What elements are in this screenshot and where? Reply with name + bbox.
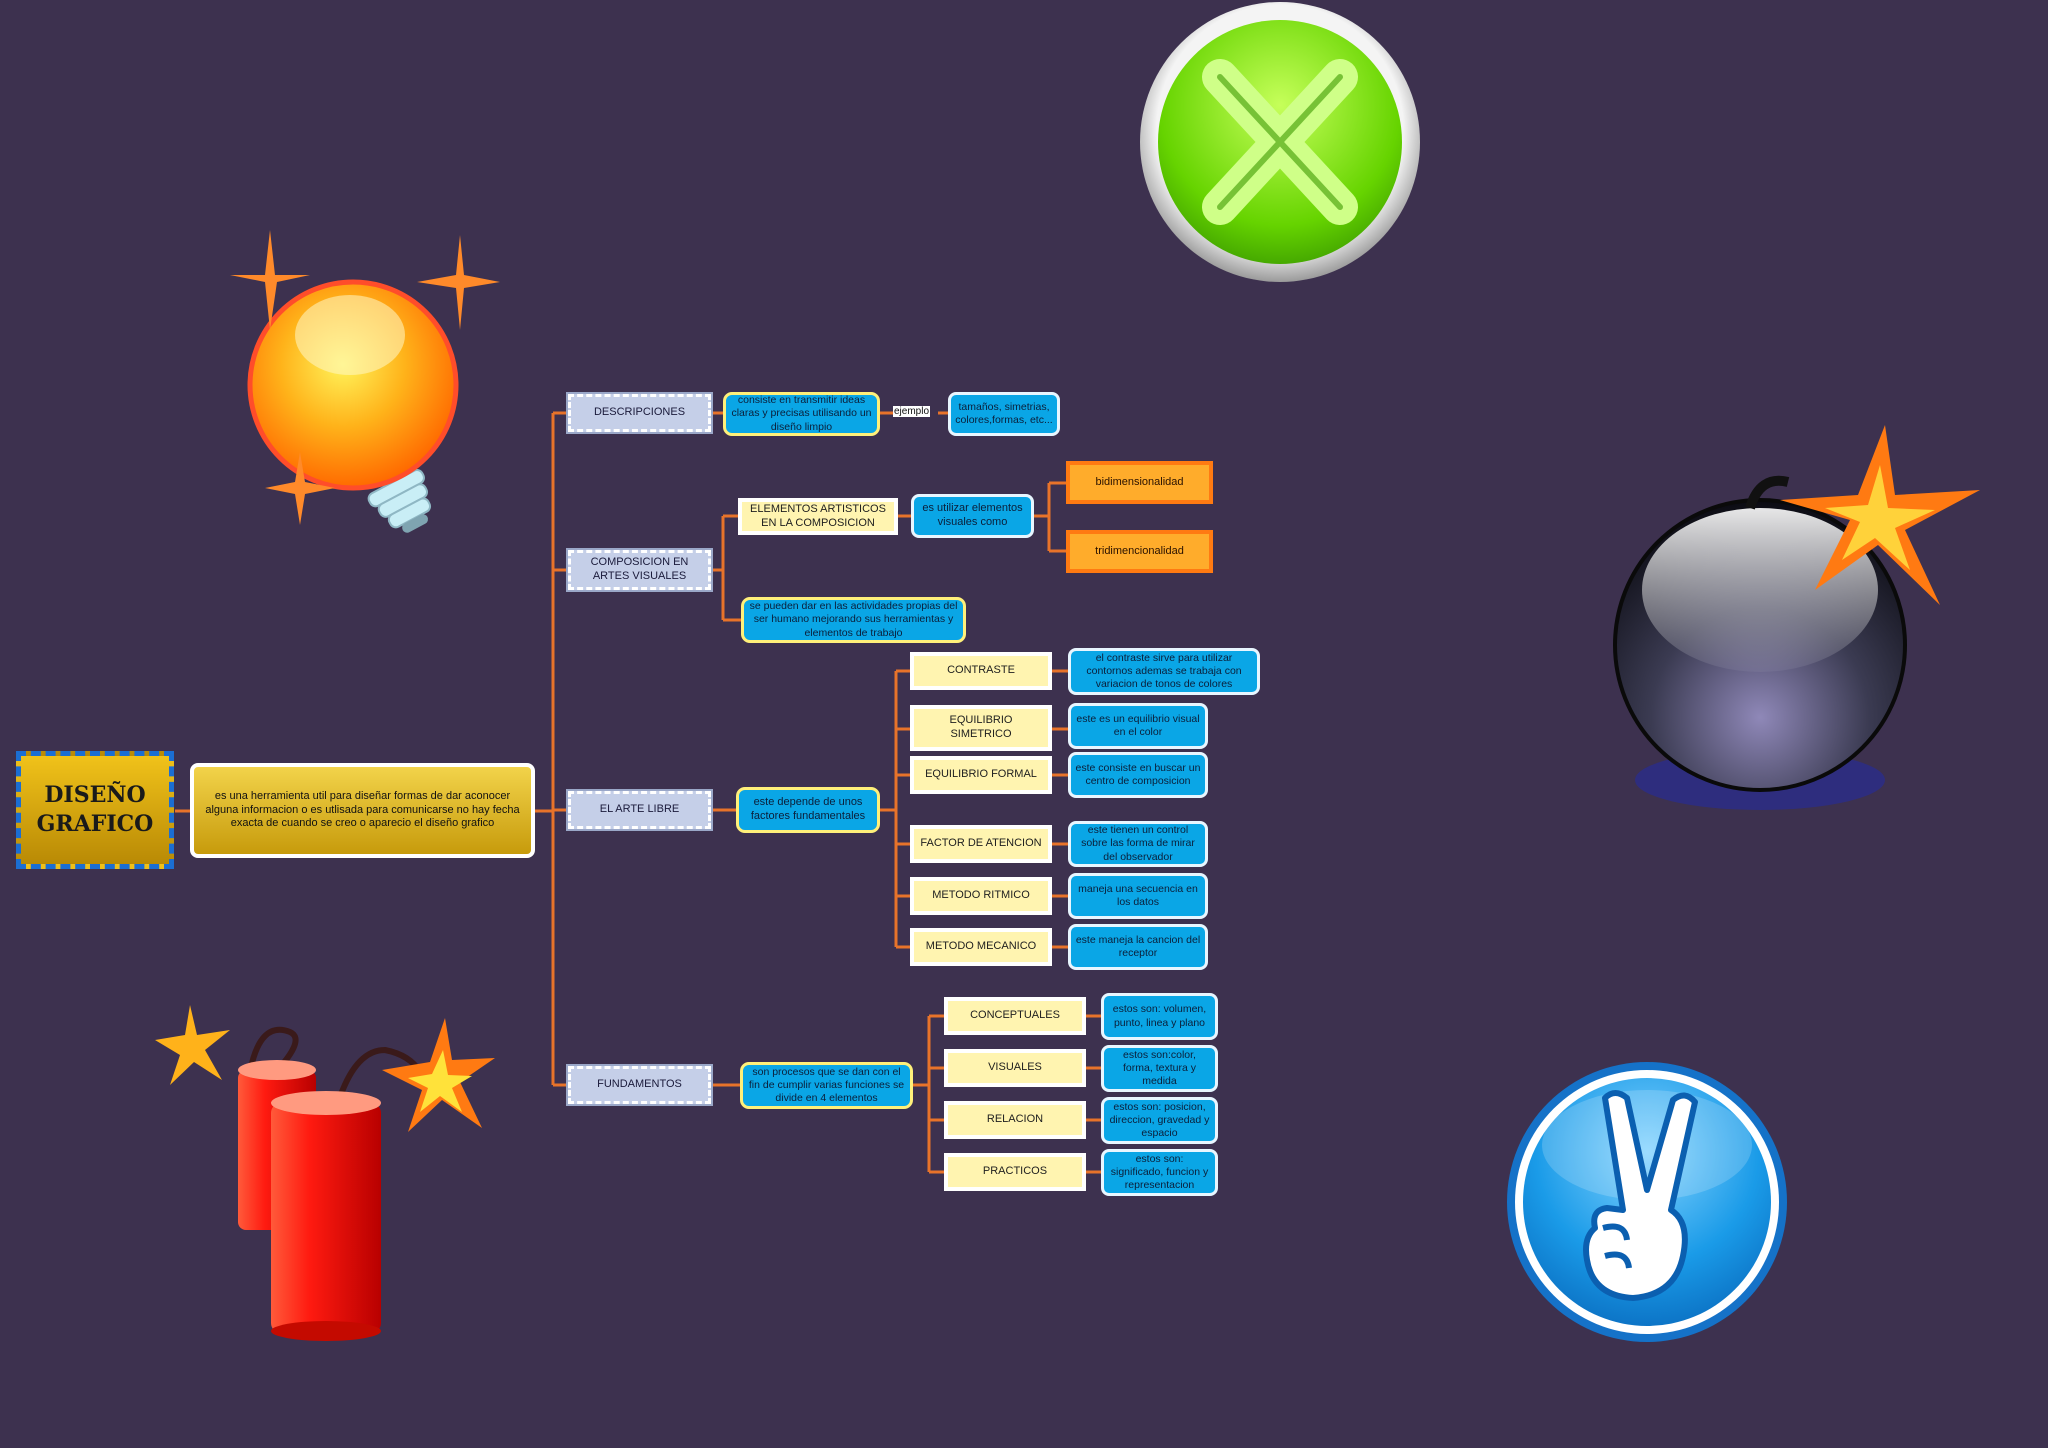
lightbulb-icon [230, 230, 500, 533]
composicion-elements-detail-node[interactable]: es utilizar elementos visuales como [911, 494, 1034, 538]
descripciones-example-node[interactable]: tamaños, simetrias, colores,formas, etc.… [948, 392, 1060, 436]
factor-node[interactable]: CONTRASTE [910, 652, 1052, 690]
fundamentos-detail-node[interactable]: son procesos que se dan con el fin de cu… [740, 1062, 913, 1109]
composicion-elements-node[interactable]: ELEMENTOS ARTISTICOS EN LA COMPOSICION [738, 498, 898, 535]
fundamento-node[interactable]: VISUALES [944, 1049, 1086, 1087]
factor-node[interactable]: METODO MECANICO [910, 928, 1052, 966]
bomb-icon [1613, 425, 1980, 810]
close-x-icon [1140, 2, 1420, 282]
root-title-node[interactable]: DISEÑO GRAFICO [16, 751, 174, 869]
factor-node[interactable]: FACTOR DE ATENCION [910, 825, 1052, 863]
fundamento-description-node[interactable]: estos son: volumen, punto, linea y plano [1101, 993, 1218, 1040]
factor-node[interactable]: EQUILIBRIO FORMAL [910, 756, 1052, 794]
composicion-activities-node[interactable]: se pueden dar en las actividades propias… [741, 597, 966, 643]
fundamento-node[interactable]: RELACION [944, 1101, 1086, 1139]
category-arte-libre[interactable]: EL ARTE LIBRE [566, 789, 713, 831]
fundamento-description-node[interactable]: estos son: significado, funcion y repres… [1101, 1149, 1218, 1196]
factor-description-node[interactable]: el contraste sirve para utilizar contorn… [1068, 648, 1260, 695]
factor-description-node[interactable]: maneja una secuencia en los datos [1068, 873, 1208, 919]
fundamento-node[interactable]: PRACTICOS [944, 1153, 1086, 1191]
fundamento-description-node[interactable]: estos son: posicion, direccion, gravedad… [1101, 1097, 1218, 1144]
category-fundamentos[interactable]: FUNDAMENTOS [566, 1064, 713, 1106]
peace-hand-icon [1507, 1062, 1787, 1342]
factor-description-node[interactable]: este maneja la cancion del receptor [1068, 924, 1208, 970]
fundamento-node[interactable]: CONCEPTUALES [944, 997, 1086, 1035]
factor-node[interactable]: EQUILIBRIO SIMETRICO [910, 705, 1052, 751]
factor-description-node[interactable]: este consiste en buscar un centro de com… [1068, 752, 1208, 798]
descripciones-detail-node[interactable]: consiste en transmitir ideas claras y pr… [723, 392, 880, 436]
arte-libre-detail-node[interactable]: este depende de unos factores fundamenta… [736, 787, 880, 833]
factor-description-node[interactable]: este es un equilibrio visual en el color [1068, 703, 1208, 749]
category-descripciones[interactable]: DESCRIPCIONES [566, 392, 713, 434]
fundamento-description-node[interactable]: estos son:color, forma, textura y medida [1101, 1045, 1218, 1092]
dynamite-icon [155, 1005, 495, 1341]
root-description-node[interactable]: es una herramienta util para diseñar for… [190, 763, 535, 858]
factor-node[interactable]: METODO RITMICO [910, 877, 1052, 915]
ejemplo-link-label: ejemplo [893, 406, 931, 417]
bidimensionalidad-node[interactable]: bidimensionalidad [1066, 461, 1213, 504]
tridimencionalidad-node[interactable]: tridimencionalidad [1066, 530, 1213, 573]
factor-description-node[interactable]: este tienen un control sobre las forma d… [1068, 821, 1208, 867]
category-composicion[interactable]: COMPOSICION EN ARTES VISUALES [566, 548, 713, 592]
